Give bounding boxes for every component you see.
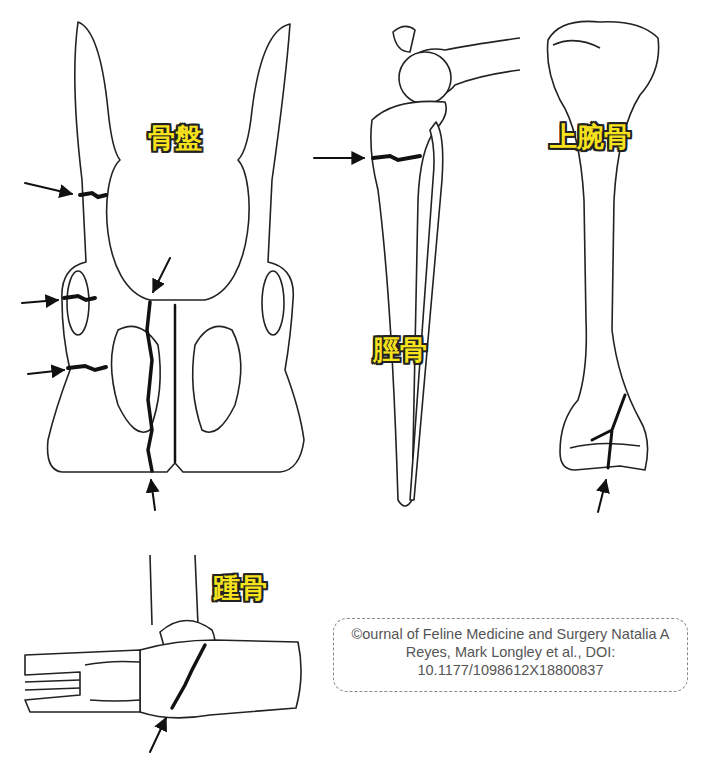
credit-text: ©ournal of Feline Medicine and Surgery N… [344, 625, 677, 679]
symphysis-line [174, 305, 177, 462]
fracture-line [68, 366, 106, 370]
pointer-arrow [151, 480, 155, 510]
fracture-line [64, 296, 95, 300]
bone-name: 脛骨 [373, 335, 427, 365]
metatarsal-lines [25, 661, 140, 701]
tibia [371, 101, 446, 506]
pelvis-outline [48, 22, 304, 472]
obturator-foramen [193, 326, 241, 432]
femoral-condyle [399, 52, 451, 104]
credit-box: ©ournal of Feline Medicine and Surgery N… [333, 618, 688, 692]
tibia-distal [150, 555, 198, 625]
humerus [548, 21, 659, 470]
fracture-line [147, 302, 152, 471]
pointer-arrow [153, 258, 170, 292]
bone-name: 上腕骨 [550, 122, 631, 152]
fracture-line [172, 645, 205, 708]
fracture-line [592, 395, 625, 468]
metatarsals [25, 650, 140, 712]
obturator-foramen [112, 326, 161, 432]
humerus-tubercle [553, 41, 600, 48]
pointer-arrow [150, 718, 166, 752]
pointer-arrow [598, 480, 606, 512]
calcaneus [140, 640, 301, 718]
patella [393, 26, 415, 52]
pointer-arrow [314, 157, 364, 159]
fracture-line [373, 156, 420, 160]
acetabulum [262, 271, 284, 335]
pointer-arrow [22, 300, 58, 303]
fibula [410, 122, 443, 500]
humerus-condyle [570, 443, 640, 448]
pointer-arrow [28, 370, 64, 374]
pointer-arrow [25, 183, 72, 194]
fracture-line [80, 193, 106, 197]
acetabulum [67, 271, 89, 335]
bone-name: 踵骨 [213, 573, 267, 603]
bone-name: 骨盤 [148, 123, 202, 153]
